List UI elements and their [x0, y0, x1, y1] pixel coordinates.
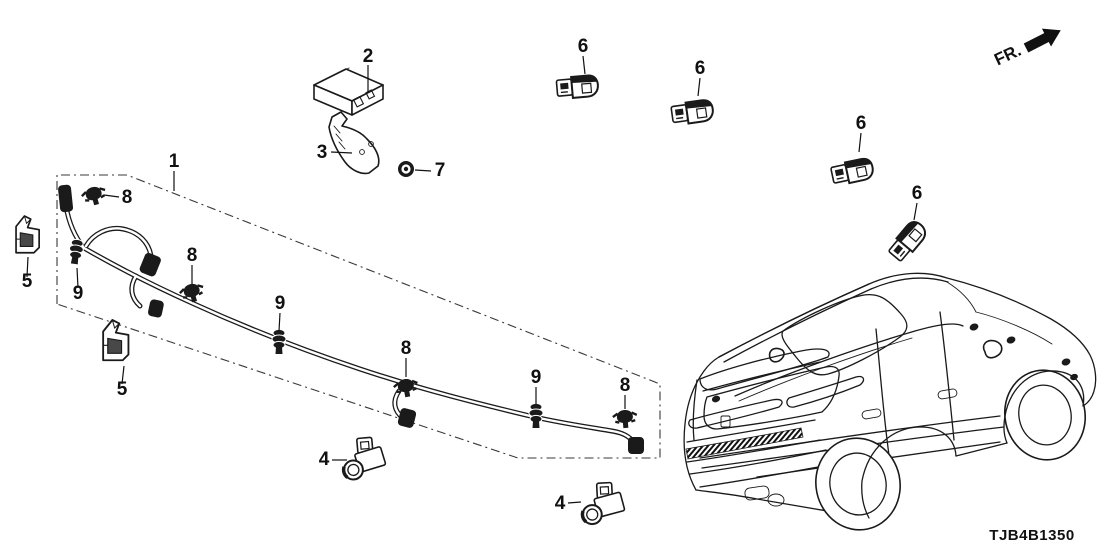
callout-4a: 4: [319, 449, 330, 470]
leader-lines: [26, 55, 918, 504]
fr-direction-arrow: [1023, 28, 1061, 53]
grommet-part9: [66, 238, 86, 266]
harness-connector: [148, 299, 164, 318]
grommet-part9: [271, 328, 287, 355]
fr-label: FR.: [991, 41, 1024, 70]
corner-sensor-part6: [555, 73, 600, 101]
callout-6a: 6: [578, 36, 589, 57]
bracket-part3: [328, 111, 380, 175]
corner-sensor-part6: [829, 156, 876, 188]
callout-5a: 5: [22, 271, 33, 292]
harness-connector: [139, 252, 161, 277]
back-sensor-part4: [579, 480, 628, 527]
callout-8d: 8: [620, 375, 631, 396]
callout-6d: 6: [912, 183, 923, 204]
sensor-location-dots: [711, 323, 1078, 403]
callout-7: 7: [435, 160, 446, 181]
grommet-part9: [528, 402, 544, 429]
callout-1: 1: [169, 151, 180, 172]
back-sensor-part4: [339, 434, 389, 482]
callout-9b: 9: [275, 293, 286, 314]
callout-9c: 9: [531, 367, 542, 388]
clip-part8: [611, 407, 640, 431]
bracket-part5: [102, 319, 130, 362]
callout-8a: 8: [122, 187, 133, 208]
callout-3: 3: [317, 142, 328, 163]
vehicle-illustration: [683, 272, 1097, 531]
callout-6b: 6: [695, 58, 706, 79]
harness-connector: [628, 437, 644, 454]
control-unit-part2: [313, 67, 384, 116]
corner-sensor-part6: [885, 217, 931, 265]
part-callouts: 1 2 3 7 6 6 6 6 8 8 8 8 9 9 9 5 5 4 4: [22, 36, 923, 514]
callout-5b: 5: [117, 379, 128, 400]
harness-connector: [58, 184, 74, 213]
callout-2: 2: [363, 46, 374, 67]
corner-sensor-part6: [669, 98, 716, 127]
callout-9a: 9: [73, 283, 84, 304]
nut-part7: [398, 161, 414, 177]
callout-8b: 8: [187, 245, 198, 266]
callout-6c: 6: [856, 113, 867, 134]
diagram-code: TJB4B1350: [989, 527, 1074, 544]
harness-boundary-outline: [56, 174, 661, 459]
callout-8c: 8: [401, 338, 412, 359]
clip-part8: [79, 182, 110, 209]
harness-connector: [397, 408, 417, 428]
bracket-part5: [15, 215, 40, 254]
wire-harness: [58, 184, 644, 454]
fr-direction-marker: FR.: [991, 28, 1061, 70]
callout-4b: 4: [555, 493, 566, 514]
